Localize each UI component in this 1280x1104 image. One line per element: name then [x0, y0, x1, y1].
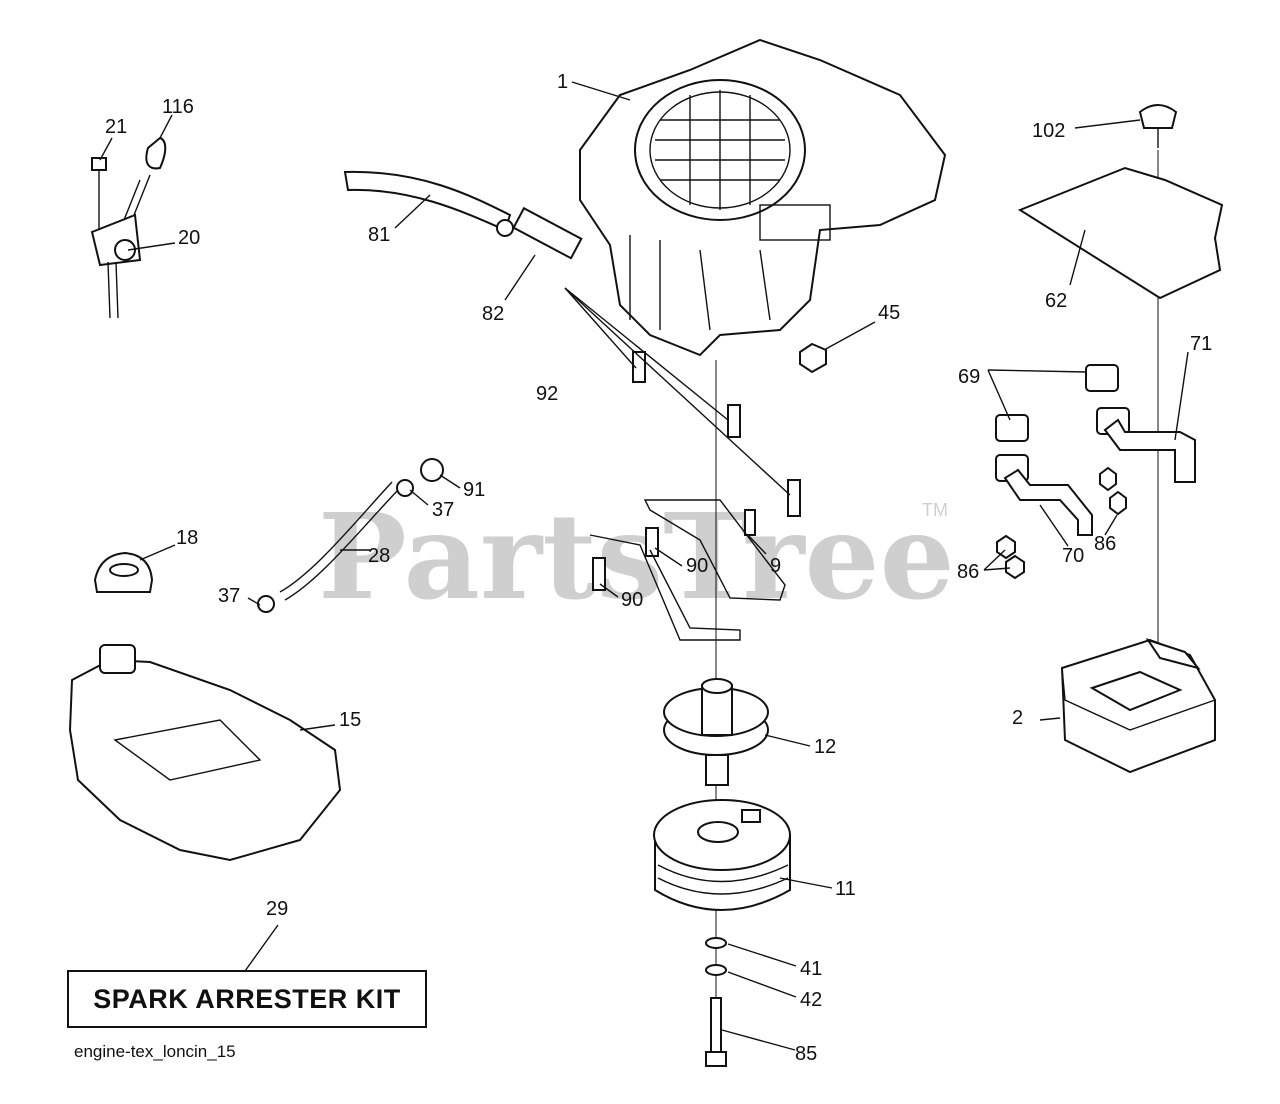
callout-11: 11	[835, 878, 856, 900]
fuel-tank[interactable]	[68, 644, 342, 862]
callout-18: 18	[176, 527, 198, 549]
callout-86-right: 86	[1094, 533, 1116, 555]
callout-28: 28	[368, 545, 390, 567]
callout-90-lower: 90	[621, 589, 643, 611]
leader-lines	[99, 81, 1189, 1051]
callout-2: 2	[1012, 707, 1023, 729]
fuel-hose[interactable]	[343, 170, 512, 232]
bracket-upper[interactable]	[643, 499, 786, 601]
engine-bolts[interactable]	[592, 351, 801, 591]
exhaust-gaskets[interactable]	[995, 364, 1130, 482]
callout-62: 62	[1045, 290, 1067, 312]
callout-91: 91	[463, 479, 485, 501]
callout-21: 21	[105, 116, 127, 138]
nut-45[interactable]	[799, 342, 827, 374]
callout-86-left: 86	[957, 561, 979, 583]
callout-37-upper: 37	[432, 499, 454, 521]
diagram-caption: engine-tex_loncin_15	[74, 1042, 236, 1061]
bracket-lower[interactable]	[589, 534, 741, 641]
watermark-trademark: TM	[922, 500, 948, 520]
callout-29: 29	[266, 898, 288, 920]
callout-37-lower: 37	[218, 585, 240, 607]
electric-clutch[interactable]	[653, 799, 791, 911]
callout-45: 45	[878, 302, 900, 324]
pulley[interactable]	[663, 678, 769, 786]
washer-41[interactable]	[705, 937, 727, 949]
callout-42: 42	[800, 989, 822, 1011]
callout-92: 92	[536, 383, 558, 405]
heat-shield[interactable]	[1017, 166, 1224, 300]
muffler[interactable]	[1060, 638, 1216, 774]
callout-12: 12	[814, 736, 836, 758]
fuel-filter[interactable]	[496, 206, 583, 260]
callout-116: 116	[162, 96, 194, 118]
spark-arrester-kit-label: SPARK ARRESTER KIT	[93, 983, 401, 1014]
callout-20: 20	[178, 227, 200, 249]
callout-15: 15	[339, 709, 361, 731]
exhaust-pipe-71[interactable]	[1103, 418, 1196, 483]
callout-41: 41	[800, 958, 822, 980]
callout-71: 71	[1190, 333, 1212, 355]
callout-102: 102	[1032, 120, 1065, 142]
callout-9: 9	[770, 555, 781, 577]
callout-69: 69	[958, 366, 980, 388]
bolt-85[interactable]	[705, 997, 727, 1067]
callout-82: 82	[482, 303, 504, 325]
exhaust-pipe-70[interactable]	[1003, 468, 1093, 536]
engine[interactable]	[579, 38, 947, 357]
washer-42[interactable]	[705, 964, 727, 976]
fuel-cap[interactable]	[93, 551, 154, 593]
callout-labels: 1 2 9 11 12 15 18 20 21 28 29 37 37 41 4…	[105, 71, 1212, 1065]
spark-arrester-kit-box[interactable]: SPARK ARRESTER KIT	[67, 970, 427, 1028]
watermark-text: PartsTree	[318, 487, 955, 626]
breather-hose[interactable]	[257, 458, 444, 613]
knob[interactable]	[1138, 104, 1178, 148]
throttle-control[interactable]	[90, 136, 167, 319]
callout-90-upper: 90	[686, 555, 708, 577]
callout-81: 81	[368, 224, 390, 246]
callout-85: 85	[795, 1043, 817, 1065]
callout-1: 1	[557, 71, 568, 93]
callout-70: 70	[1062, 545, 1084, 567]
